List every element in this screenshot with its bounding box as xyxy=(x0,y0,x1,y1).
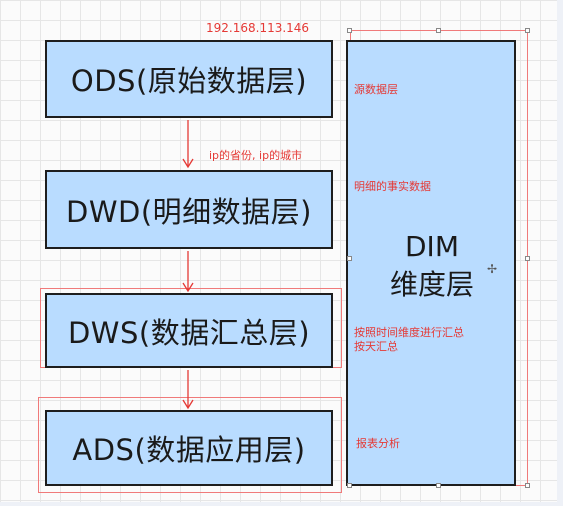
dws-annotation-line1: 按照时间维度进行汇总 xyxy=(354,326,464,339)
resize-handle[interactable] xyxy=(436,483,441,488)
resize-handle[interactable] xyxy=(525,28,530,33)
dim-label: DIM 维度层 xyxy=(348,228,516,304)
ads-annotation: 报表分析 xyxy=(356,437,400,450)
dim-subtitle: 维度层 xyxy=(389,268,474,301)
dws-annotation-line2: 按天汇总 xyxy=(354,340,398,353)
ip-label: 192.168.113.146 xyxy=(206,21,310,35)
arrow-head-dws-to-ads xyxy=(182,399,194,410)
dwd-annotation: 明细的事实数据 xyxy=(354,180,431,193)
ads-selection-outline xyxy=(38,397,342,493)
resize-handle[interactable] xyxy=(347,483,352,488)
resize-handle[interactable] xyxy=(525,256,530,261)
ods-annotation: 源数据层 xyxy=(354,83,398,96)
window-edge xyxy=(557,0,563,506)
resize-handle[interactable] xyxy=(347,256,352,261)
move-cursor-icon: ✢ xyxy=(487,262,498,276)
arrow-head-dwd-to-dws xyxy=(182,282,194,293)
arrow-head-ods-to-dwd xyxy=(182,158,194,169)
dim-layer-box[interactable] xyxy=(346,40,516,486)
dws-layer-box[interactable]: DWS(数据汇总层) xyxy=(45,293,333,368)
ods-layer-box[interactable]: ODS(原始数据层) xyxy=(45,40,333,118)
resize-handle[interactable] xyxy=(525,483,530,488)
window-edge-bottom xyxy=(0,502,563,506)
dwd-layer-box[interactable]: DWD(明细数据层) xyxy=(45,170,333,249)
dim-title: DIM xyxy=(405,230,459,263)
resize-handle[interactable] xyxy=(436,28,441,33)
resize-handle[interactable] xyxy=(347,28,352,33)
ads-layer-box[interactable]: ADS(数据应用层) xyxy=(45,410,333,486)
arrow-annotation: ip的省份, ip的城市 xyxy=(209,149,303,162)
